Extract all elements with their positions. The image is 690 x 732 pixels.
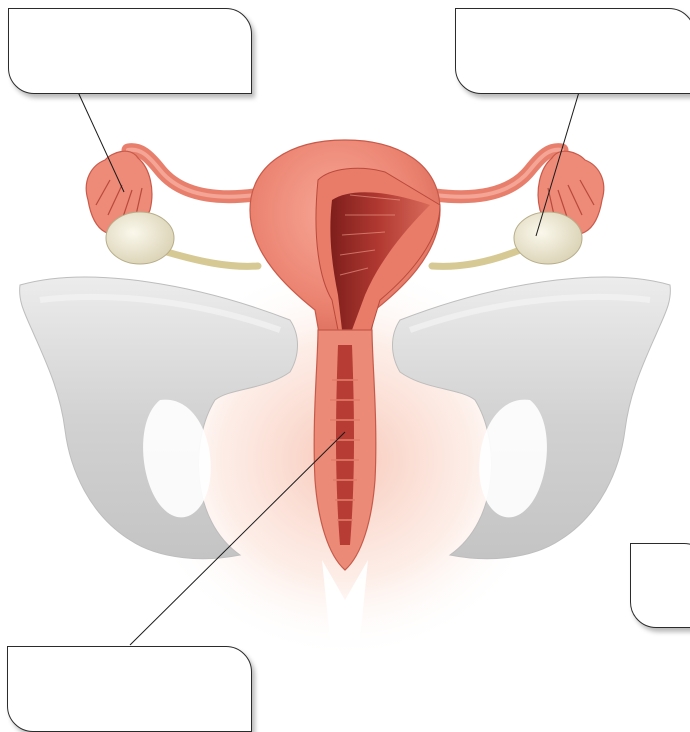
left-ovary xyxy=(106,212,174,264)
left-ovarian-ligament xyxy=(160,250,258,266)
right-ovary xyxy=(514,212,582,264)
label-box-bottom-left[interactable] xyxy=(7,646,252,732)
label-box-top-right[interactable] xyxy=(455,8,690,94)
right-ovarian-ligament xyxy=(432,250,520,266)
label-box-right[interactable] xyxy=(630,543,690,628)
label-box-top-left[interactable] xyxy=(8,8,252,94)
